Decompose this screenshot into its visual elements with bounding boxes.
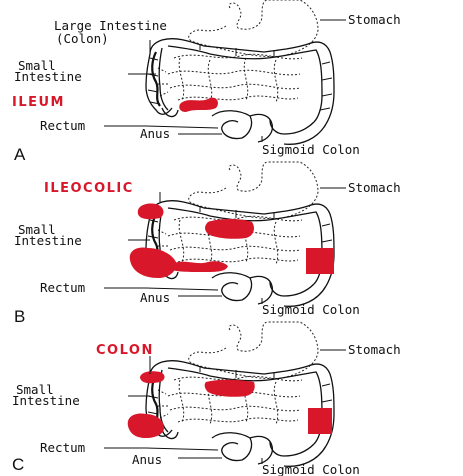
- inflamed-region-ascending: [130, 248, 177, 279]
- anus-label: Anus: [132, 452, 162, 467]
- inflamed-region-descending: [308, 408, 332, 434]
- sigmoid-colon-label: Sigmoid Colon: [262, 142, 360, 157]
- inflamed-region-transverse: [205, 380, 255, 397]
- panel-letter: B: [14, 307, 25, 326]
- stomach-label: Stomach: [348, 342, 401, 357]
- inflamed-region-cecum: [140, 371, 165, 383]
- inflamed-region-ileum: [179, 98, 218, 112]
- intestine-label: Intestine: [14, 233, 82, 248]
- colon-label: (Colon): [56, 31, 109, 46]
- anus-label: Anus: [140, 290, 170, 305]
- stomach-label: Stomach: [348, 12, 401, 27]
- anus-label: Anus: [140, 126, 170, 141]
- inflamed-region-ascending: [128, 414, 164, 439]
- sigmoid-colon-label: Sigmoid Colon: [262, 462, 360, 476]
- panel-b: ILEOCOLIC Small Intestine Stomach Rectum…: [14, 162, 401, 326]
- panel-letter: A: [14, 145, 26, 164]
- inflamed-region-cecum: [138, 203, 164, 219]
- inflamed-region-descending: [306, 248, 334, 274]
- intestine-label: Intestine: [14, 69, 82, 84]
- disease-location-label: COLON: [96, 343, 154, 358]
- stomach-label: Stomach: [348, 180, 401, 195]
- intestine-label: Intestine: [12, 393, 80, 408]
- rectum-label: Rectum: [40, 280, 85, 295]
- disease-location-label: ILEUM: [12, 95, 65, 110]
- rectum-label: Rectum: [40, 440, 85, 455]
- sigmoid-colon-label: Sigmoid Colon: [262, 302, 360, 317]
- inflamed-region-ileum: [172, 261, 228, 272]
- panel-c: COLON Small Intestine Stomach Rectum Anu…: [12, 322, 401, 476]
- panel-a: Large Intestine (Colon) Small Intestine …: [12, 0, 401, 164]
- rectum-label: Rectum: [40, 118, 85, 133]
- panel-letter: C: [12, 455, 24, 474]
- disease-location-label: ILEOCOLIC: [44, 181, 134, 196]
- inflamed-region-transverse: [205, 219, 254, 239]
